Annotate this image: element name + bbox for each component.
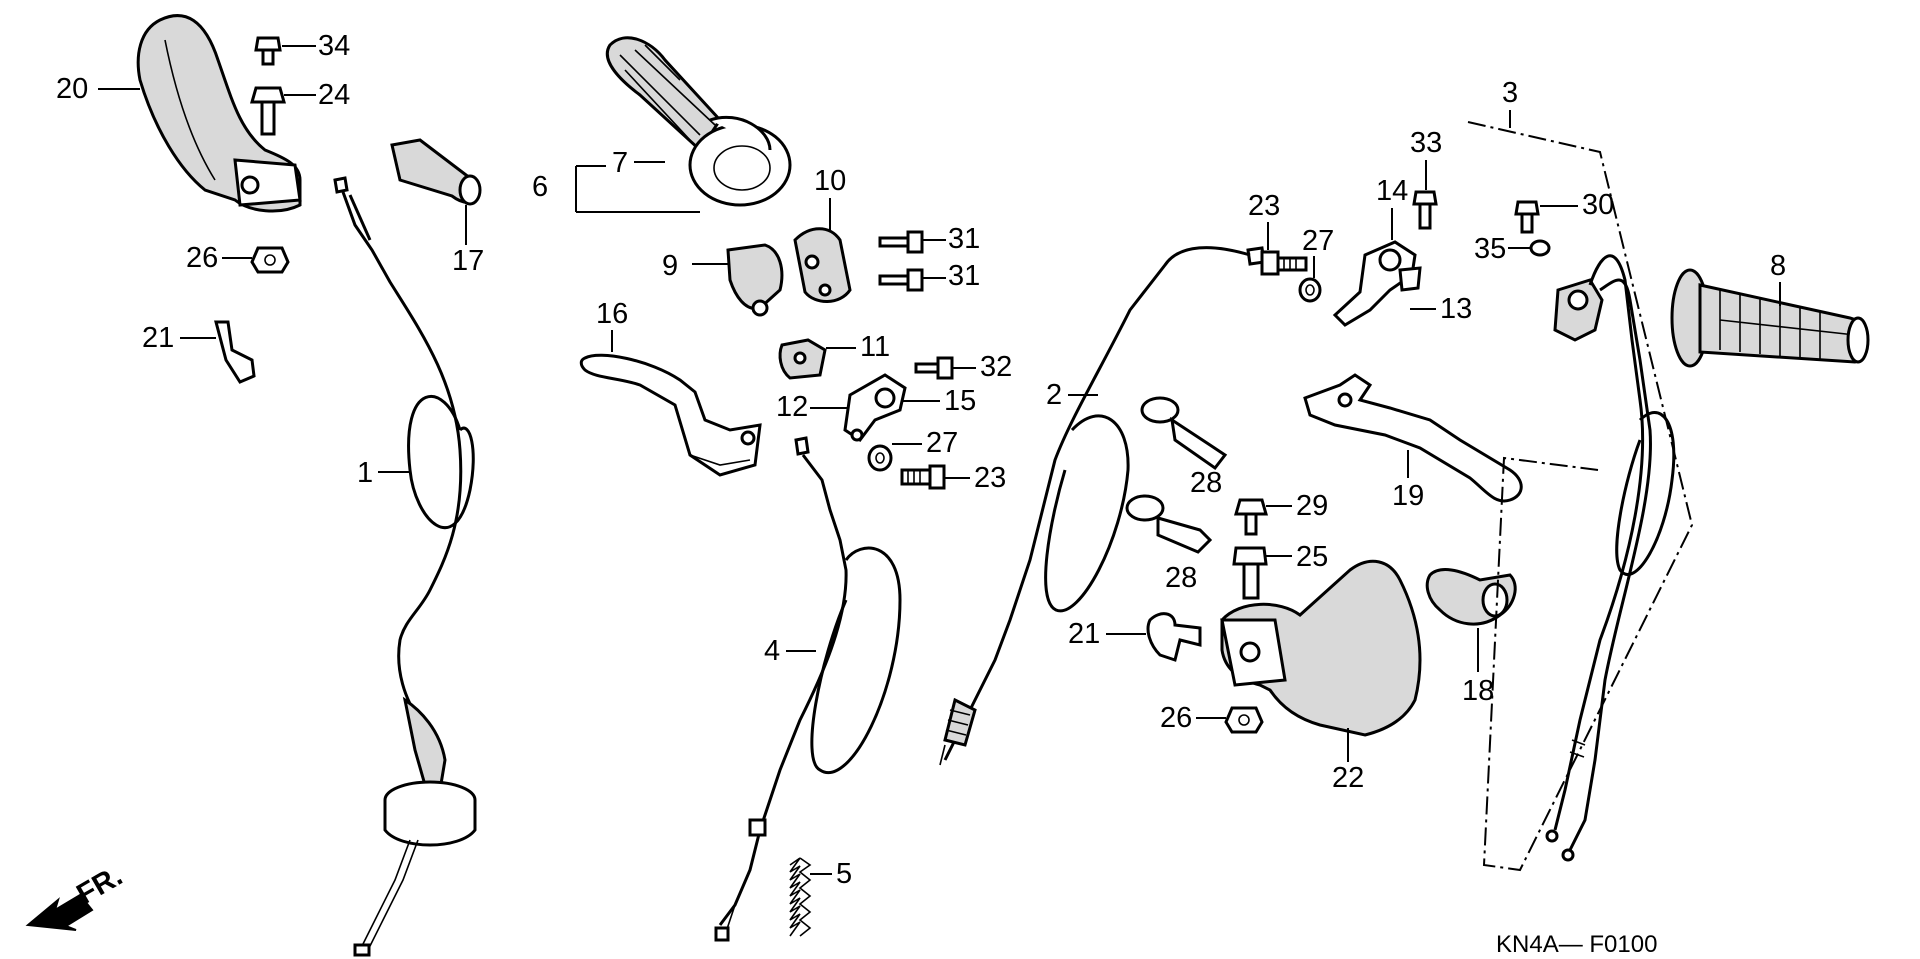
callout-13: 13 bbox=[1440, 293, 1472, 325]
callout-28-lower: 28 bbox=[1165, 562, 1197, 594]
callout-15: 15 bbox=[944, 385, 976, 417]
callout-19: 19 bbox=[1392, 480, 1424, 512]
clutch-lever-16 bbox=[579, 353, 762, 477]
callout-27-left: 27 bbox=[926, 427, 958, 459]
clip-21-right bbox=[1146, 612, 1202, 662]
throttle-cable bbox=[333, 176, 477, 957]
bolt-32 bbox=[914, 356, 954, 380]
bolt-33 bbox=[1412, 190, 1438, 230]
cable-2 bbox=[939, 246, 1266, 766]
callout-31-upper: 31 bbox=[948, 223, 980, 255]
brake-lever-19 bbox=[1303, 373, 1523, 503]
callout-7: 7 bbox=[612, 147, 628, 179]
callout-28-upper: 28 bbox=[1190, 467, 1222, 499]
callout-20: 20 bbox=[56, 73, 88, 105]
bolt-25 bbox=[1232, 546, 1268, 600]
callout-34: 34 bbox=[318, 30, 350, 62]
throttle-housing-9 bbox=[726, 243, 784, 317]
band-28-lower bbox=[1125, 494, 1213, 554]
callout-22: 22 bbox=[1332, 762, 1364, 794]
callout-18: 18 bbox=[1462, 675, 1494, 707]
callout-2: 2 bbox=[1046, 379, 1062, 411]
nut-26-left bbox=[250, 246, 290, 274]
screw-31-lower bbox=[878, 268, 924, 292]
callout-23-left: 23 bbox=[974, 462, 1006, 494]
callout-5: 5 bbox=[836, 858, 852, 890]
callout-11: 11 bbox=[860, 331, 890, 363]
throttle-grip bbox=[605, 36, 792, 207]
callout-9: 9 bbox=[662, 250, 678, 282]
callout-10: 10 bbox=[814, 165, 846, 197]
right-grip-8 bbox=[1670, 268, 1870, 368]
callout-12: 12 bbox=[776, 391, 808, 423]
cable-boot-17 bbox=[390, 138, 482, 206]
callout-27-right: 27 bbox=[1302, 225, 1334, 257]
callout-26-right: 26 bbox=[1160, 702, 1192, 734]
callout-23-right: 23 bbox=[1248, 190, 1280, 222]
spring-5 bbox=[789, 857, 812, 937]
nut-27-right bbox=[1298, 277, 1322, 303]
callout-3: 3 bbox=[1502, 77, 1518, 109]
part-11 bbox=[778, 338, 827, 380]
callout-8: 8 bbox=[1770, 250, 1786, 282]
callout-1: 1 bbox=[357, 457, 373, 489]
screw-31-upper bbox=[878, 230, 924, 254]
adjuster-23-left bbox=[900, 464, 946, 490]
nut-26-right bbox=[1224, 706, 1264, 734]
clutch-cable-4 bbox=[714, 436, 902, 942]
clip-21-left bbox=[214, 320, 256, 384]
band-28-upper bbox=[1140, 396, 1228, 471]
kill-switch-assembly bbox=[1545, 254, 1676, 862]
adjuster-23-right bbox=[1260, 250, 1308, 276]
screw-30 bbox=[1514, 200, 1540, 234]
callout-16: 16 bbox=[596, 298, 628, 330]
callout-25: 25 bbox=[1296, 541, 1328, 573]
callout-29: 29 bbox=[1296, 490, 1328, 522]
callout-21-right: 21 bbox=[1068, 618, 1100, 650]
callout-32: 32 bbox=[980, 351, 1012, 383]
callout-4: 4 bbox=[764, 635, 780, 667]
callout-6: 6 bbox=[532, 171, 548, 203]
callout-21-left: 21 bbox=[142, 322, 174, 354]
bolt-34 bbox=[254, 36, 282, 66]
callout-31-lower: 31 bbox=[948, 260, 980, 292]
callout-26-left: 26 bbox=[186, 242, 218, 274]
bolt-29 bbox=[1234, 498, 1268, 536]
callout-17: 17 bbox=[452, 245, 484, 277]
brake-bracket bbox=[1332, 240, 1422, 327]
right-hand-guard bbox=[1220, 559, 1422, 737]
callout-33: 33 bbox=[1410, 127, 1442, 159]
bolt-24 bbox=[250, 86, 286, 136]
callout-30: 30 bbox=[1582, 189, 1614, 221]
callout-14: 14 bbox=[1376, 175, 1408, 207]
front-direction-arrow bbox=[25, 893, 94, 931]
callout-24: 24 bbox=[318, 79, 350, 111]
diagram-code: KN4A— F0100 bbox=[1496, 931, 1657, 958]
washer-35 bbox=[1529, 239, 1551, 257]
boot-18 bbox=[1425, 568, 1517, 626]
throttle-housing-10 bbox=[793, 227, 852, 303]
nut-27-left bbox=[867, 444, 893, 472]
callout-35: 35 bbox=[1474, 233, 1506, 265]
clutch-bracket bbox=[843, 373, 907, 443]
left-hand-guard bbox=[136, 14, 302, 213]
